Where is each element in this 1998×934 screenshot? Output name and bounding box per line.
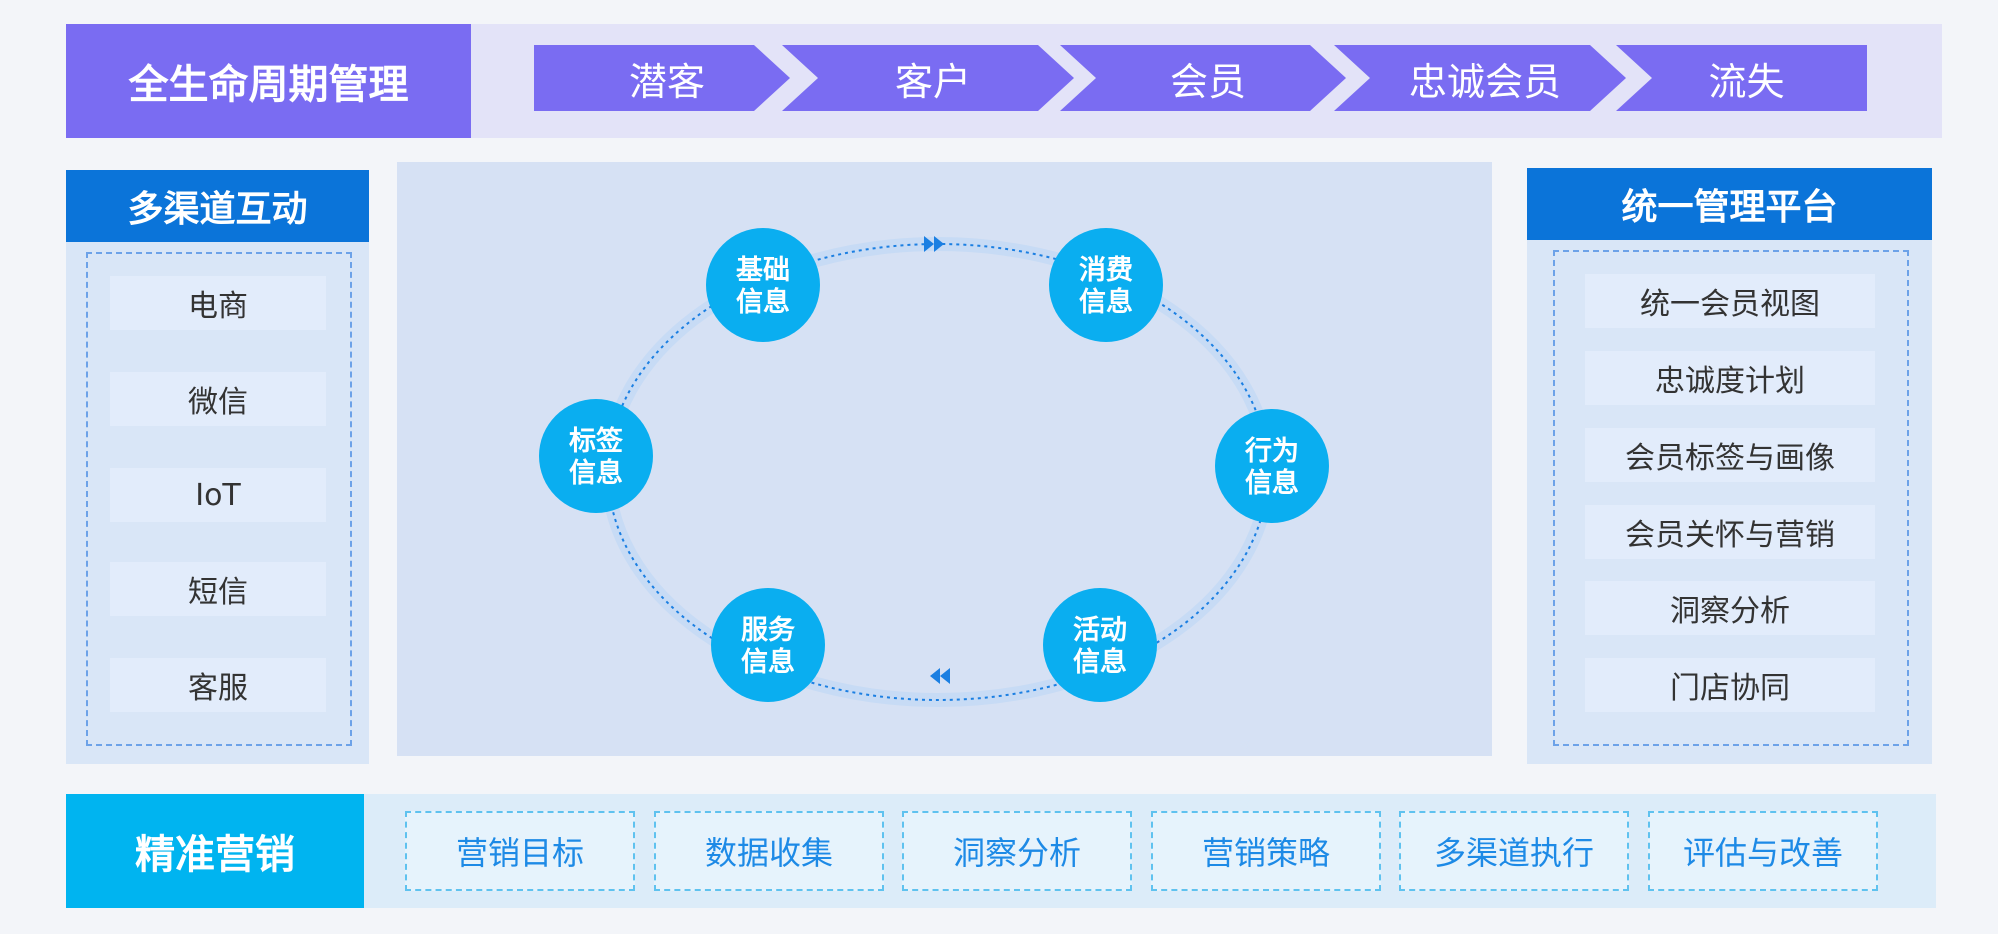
platform-title: 统一管理平台 [1527,168,1932,240]
node-behavior-info-line1: 行为 [1244,435,1299,467]
node-service-info-line2: 信息 [741,646,795,678]
channels-list [86,252,352,746]
node-service-info-line1: 服务 [741,615,795,646]
node-basic-info-line2: 信息 [736,286,790,318]
platform-item-store-collab[interactable]: 门店协同 [1585,658,1875,712]
channel-wechat[interactable]: 微信 [110,372,326,426]
channel-iot[interactable]: IoT [110,468,326,522]
platform-item-tags-profile[interactable]: 会员标签与画像 [1585,428,1875,482]
node-tag-info[interactable]: 标签 信息 [539,399,653,513]
cycle-ring [601,237,1275,707]
node-consumption-info-line1: 消费 [1079,255,1133,286]
platform-item-care-marketing[interactable]: 会员关怀与营销 [1585,505,1875,559]
marketing-title: 精准营销 [66,794,364,908]
channels-title: 多渠道互动 [66,170,369,242]
stage-member[interactable]: 会员 [1060,45,1346,111]
step-insight-analysis[interactable]: 洞察分析 [902,811,1132,891]
cycle-arrow-top [924,236,944,252]
step-marketing-goal[interactable]: 营销目标 [405,811,635,891]
step-evaluate-improve[interactable]: 评估与改善 [1648,811,1878,891]
node-activity-info[interactable]: 活动 信息 [1043,588,1157,702]
stage-customer[interactable]: 客户 [782,45,1074,111]
node-behavior-info-line2: 信息 [1245,467,1299,499]
stage-prospect[interactable]: 潜客 [534,45,790,111]
platform-item-unified-view[interactable]: 统一会员视图 [1585,274,1875,328]
step-data-collection[interactable]: 数据收集 [654,811,884,891]
step-multichannel-execution[interactable]: 多渠道执行 [1399,811,1629,891]
stage-churn[interactable]: 流失 [1616,45,1867,111]
platform-item-insight[interactable]: 洞察分析 [1585,581,1875,635]
platform-item-loyalty-program[interactable]: 忠诚度计划 [1585,351,1875,405]
cycle-arrow-bottom [930,668,950,684]
stage-loyal-member[interactable]: 忠诚会员 [1334,45,1626,111]
node-consumption-info-line2: 信息 [1079,286,1133,318]
node-tag-info-line1: 标签 [569,425,624,457]
node-basic-info-line1: 基础 [736,255,790,286]
platform-list [1553,250,1909,746]
node-consumption-info[interactable]: 消费 信息 [1049,228,1163,342]
lifecycle-title: 全生命周期管理 [66,24,471,138]
node-tag-info-line2: 信息 [569,457,623,489]
node-behavior-info[interactable]: 行为 信息 [1215,409,1329,523]
step-marketing-strategy[interactable]: 营销策略 [1151,811,1381,891]
node-service-info[interactable]: 服务 信息 [711,588,825,702]
channel-sms[interactable]: 短信 [110,562,326,616]
node-activity-info-line2: 信息 [1073,646,1127,678]
channel-ecommerce[interactable]: 电商 [110,276,326,330]
node-basic-info[interactable]: 基础 信息 [706,228,820,342]
channel-customer-service[interactable]: 客服 [110,658,326,712]
node-activity-info-line1: 活动 [1073,615,1127,646]
